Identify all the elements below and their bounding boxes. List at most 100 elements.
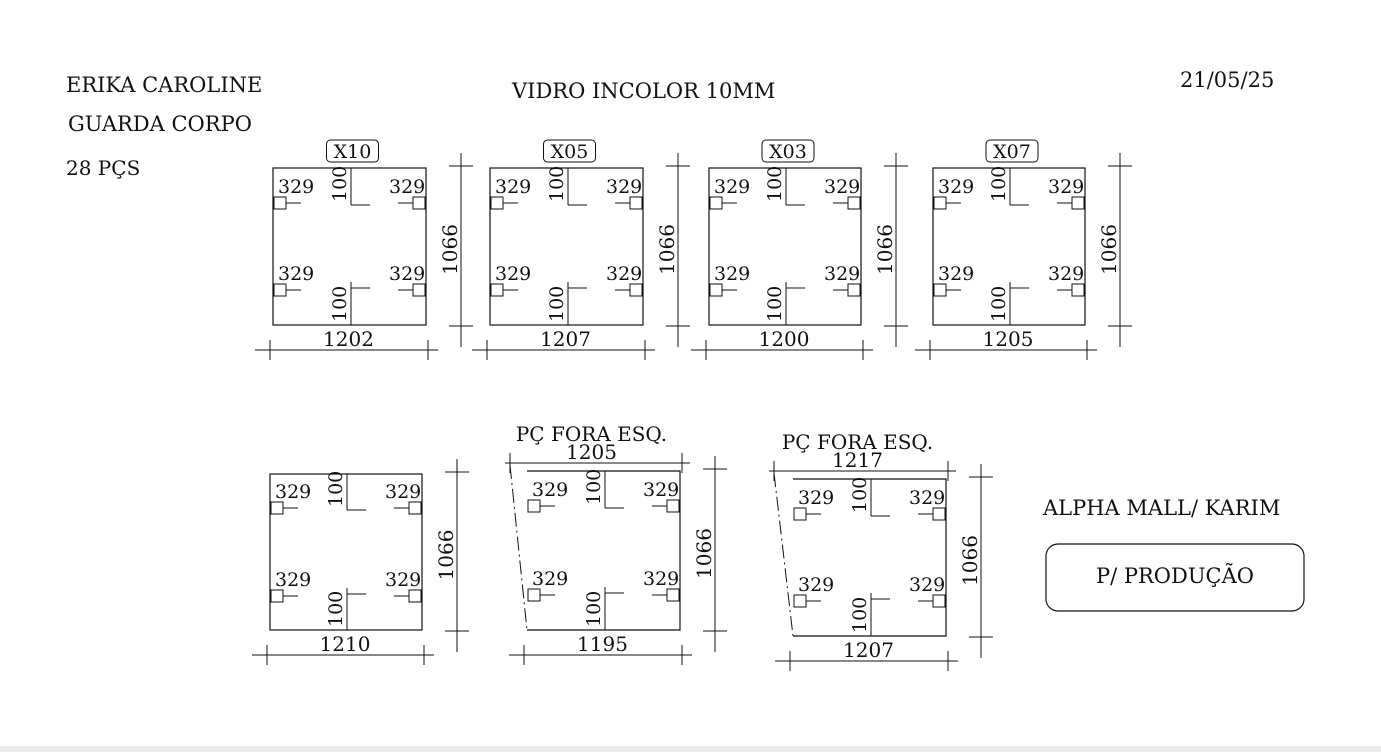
bottom-edge — [0, 746, 1381, 752]
hole-marker-icon — [527, 499, 541, 513]
width-dimension: 1207 — [540, 327, 591, 351]
piece-count: 28 PÇS — [66, 156, 140, 180]
hole-offset-label: 329 — [275, 481, 311, 503]
height-dimension: 1066 — [1097, 224, 1121, 275]
height-dimension: 1066 — [873, 224, 897, 275]
width-dimension: 1202 — [323, 327, 374, 351]
hole-offset-label: 329 — [495, 263, 531, 285]
panel-outline — [932, 167, 1086, 326]
top-width-dimension: 1217 — [832, 448, 883, 472]
production-stamp-label: P/ PRODUÇÃO — [1096, 564, 1254, 588]
panel-outline — [272, 167, 427, 326]
production-stamp-box — [1045, 543, 1305, 612]
hole-marker-icon — [1071, 196, 1085, 210]
hole-marker-icon — [273, 283, 287, 297]
hole-marker-icon — [666, 588, 680, 602]
hole-marker-icon — [932, 594, 946, 608]
panel-outline — [489, 167, 644, 326]
hole-marker-icon — [412, 283, 426, 297]
panel-outline — [269, 473, 423, 631]
hole-offset-label: 329 — [938, 176, 974, 198]
hole-marker-icon — [273, 196, 287, 210]
hole-offset-label: 329 — [824, 263, 860, 285]
hole-offset-label: 329 — [1048, 176, 1084, 198]
hole-vertical-label: 100 — [849, 477, 871, 513]
panel-outline — [793, 478, 947, 637]
hole-offset-label: 329 — [606, 263, 642, 285]
hole-marker-icon — [847, 283, 861, 297]
hole-vertical-label: 100 — [849, 597, 871, 633]
width-dimension: 1210 — [320, 632, 371, 656]
hole-offset-label: 329 — [385, 481, 421, 503]
panel-note: PÇ FORA ESQ. — [516, 422, 667, 446]
hole-offset-label: 329 — [938, 263, 974, 285]
quantity-tag-box — [985, 139, 1039, 163]
hole-marker-icon — [412, 196, 426, 210]
hole-vertical-label: 100 — [546, 166, 568, 202]
hole-vertical-label: 100 — [325, 591, 347, 627]
client-name: ERIKA CAROLINE — [66, 73, 262, 97]
hole-vertical-label: 100 — [988, 166, 1010, 202]
date: 21/05/25 — [1180, 68, 1274, 92]
hole-marker-icon — [629, 283, 643, 297]
hole-offset-label: 329 — [606, 176, 642, 198]
quantity-tag: X07 — [993, 141, 1031, 163]
hole-offset-label: 329 — [278, 263, 314, 285]
material-title: VIDRO INCOLOR 10MM — [511, 79, 775, 103]
hole-vertical-label: 100 — [583, 591, 605, 627]
out-of-square-edge — [509, 464, 528, 631]
hole-marker-icon — [666, 499, 680, 513]
hole-vertical-label: 100 — [329, 286, 351, 322]
hole-marker-icon — [933, 283, 947, 297]
hole-offset-label: 329 — [909, 487, 945, 509]
hole-marker-icon — [793, 594, 807, 608]
quantity-tag: X03 — [769, 141, 807, 163]
hole-offset-label: 329 — [643, 479, 679, 501]
hole-offset-label: 329 — [389, 176, 425, 198]
top-width-dimension: 1205 — [566, 440, 617, 464]
hole-marker-icon — [490, 196, 504, 210]
hole-marker-icon — [1071, 283, 1085, 297]
hole-offset-label: 329 — [909, 574, 945, 596]
width-dimension: 1195 — [577, 632, 628, 656]
height-dimension: 1066 — [958, 535, 982, 586]
hole-marker-icon — [629, 196, 643, 210]
height-dimension: 1066 — [438, 224, 462, 275]
hole-offset-label: 329 — [495, 176, 531, 198]
hole-marker-icon — [709, 196, 723, 210]
hole-marker-icon — [408, 501, 422, 515]
hole-vertical-label: 100 — [988, 286, 1010, 322]
hole-vertical-label: 100 — [325, 471, 347, 507]
hole-offset-label: 329 — [714, 263, 750, 285]
hole-marker-icon — [527, 588, 541, 602]
hole-marker-icon — [932, 507, 946, 521]
hole-offset-label: 329 — [643, 568, 679, 590]
panel-outline — [708, 167, 862, 326]
width-dimension: 1200 — [759, 327, 810, 351]
height-dimension: 1066 — [434, 530, 458, 581]
hole-vertical-label: 100 — [583, 469, 605, 505]
out-of-square-edge — [773, 472, 794, 637]
hole-offset-label: 329 — [532, 479, 568, 501]
quantity-tag: X05 — [551, 141, 589, 163]
hole-offset-label: 329 — [532, 568, 568, 590]
hole-vertical-label: 100 — [329, 166, 351, 202]
hole-marker-icon — [270, 589, 284, 603]
hole-marker-icon — [793, 507, 807, 521]
quantity-tag-box — [326, 139, 379, 163]
hole-marker-icon — [847, 196, 861, 210]
width-dimension: 1207 — [843, 638, 894, 662]
height-dimension: 1066 — [655, 224, 679, 275]
hole-marker-icon — [270, 501, 284, 515]
hole-offset-label: 329 — [824, 176, 860, 198]
hole-marker-icon — [709, 283, 723, 297]
hole-offset-label: 329 — [1048, 263, 1084, 285]
quantity-tag-box — [543, 139, 596, 163]
